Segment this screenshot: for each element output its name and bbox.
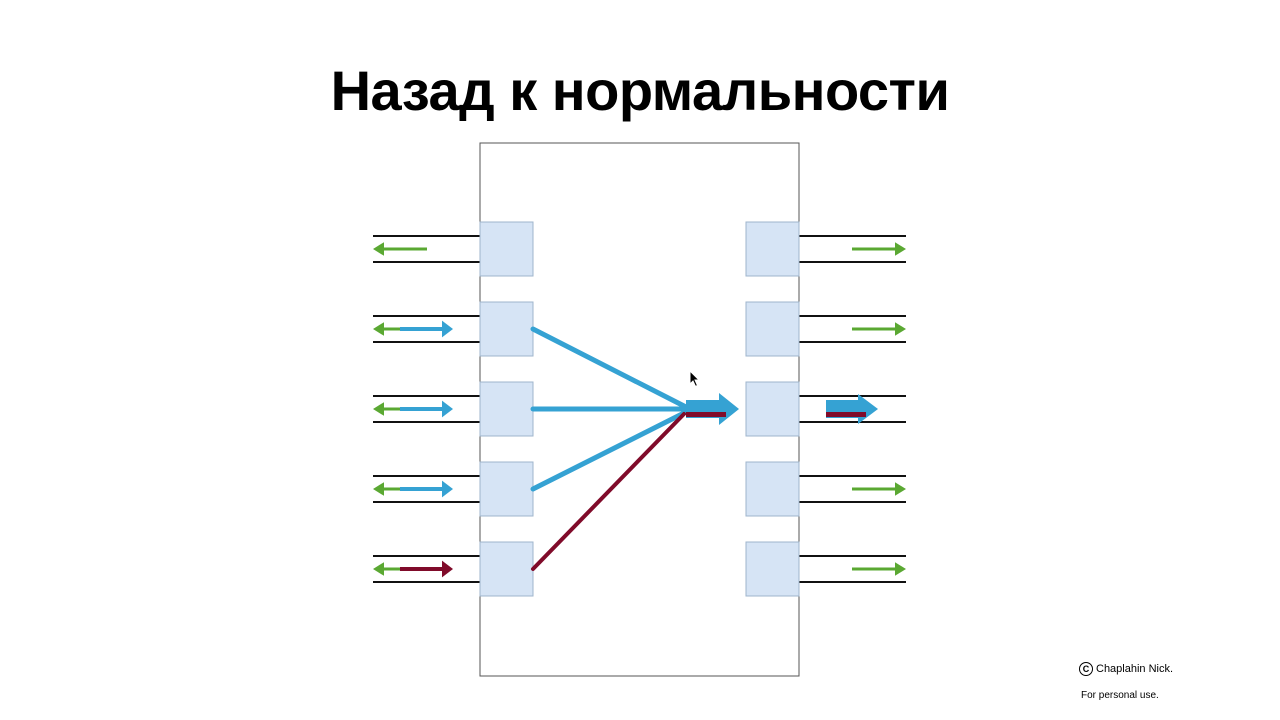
copyright-notice: C Chaplahin Nick. [1079, 662, 1173, 676]
internal-path-blue [530, 326, 689, 410]
receive-arrow-head [373, 482, 384, 496]
egress-arrow-head [895, 322, 906, 336]
copyright-text: Chaplahin Nick. [1096, 663, 1174, 675]
transmit-arrow-head [442, 400, 453, 418]
receive-arrow-head [373, 562, 384, 576]
output-port [745, 461, 800, 517]
input-port [479, 221, 534, 277]
internal-path-blue [530, 409, 689, 492]
output-port [745, 381, 800, 437]
egress-block-arrow [826, 394, 878, 424]
usage-note: For personal use. [1081, 690, 1159, 701]
input-port [479, 541, 534, 597]
egress-arrow-head [895, 562, 906, 576]
egress-arrow-head [895, 242, 906, 256]
transmit-arrow-head [442, 320, 453, 338]
mouse-pointer-icon [689, 370, 701, 388]
output-port [745, 301, 800, 357]
receive-arrow-head [373, 402, 384, 416]
egress-alt-stripe [826, 412, 866, 417]
input-port [479, 461, 534, 517]
receive-arrow-head [373, 322, 384, 336]
input-port [479, 381, 534, 437]
input-port [479, 301, 534, 357]
receive-arrow-head [373, 242, 384, 256]
congestion-alt-stripe [686, 412, 726, 417]
slide-title: Назад к нормальности [330, 59, 950, 122]
alt-transmit-arrow-head [442, 560, 453, 578]
output-port [745, 221, 800, 277]
output-port [745, 541, 800, 597]
internal-path-red [531, 412, 686, 571]
copyright-icon: C [1079, 662, 1093, 676]
transmit-arrow-head [442, 480, 453, 498]
egress-arrow-head [895, 482, 906, 496]
